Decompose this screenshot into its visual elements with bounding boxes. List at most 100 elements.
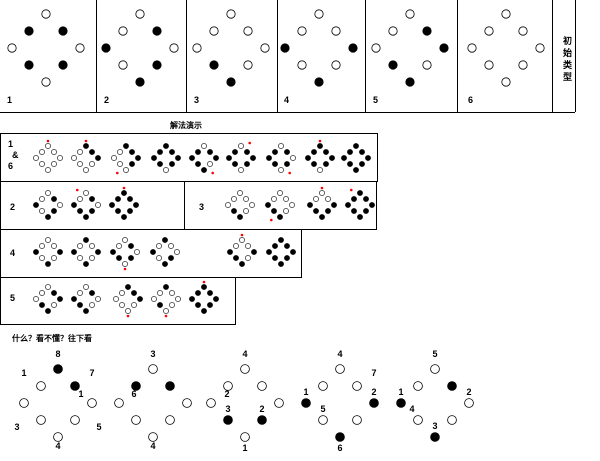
filled-circle: [290, 249, 296, 255]
filled-circle: [201, 308, 207, 314]
demo-5-step-5: [189, 280, 219, 314]
empty-circle: [325, 196, 331, 202]
empty-circle: [77, 290, 83, 296]
filled-circle: [57, 296, 63, 302]
empty-circle: [240, 364, 250, 374]
filled-circle: [353, 143, 359, 149]
demo-rows: [0, 133, 378, 325]
empty-circle: [51, 161, 57, 167]
empty-circle: [231, 196, 237, 202]
demo-circle-groups: [33, 139, 375, 318]
filled-circle: [232, 161, 238, 167]
empty-circle: [53, 432, 63, 442]
figure-number: 4: [150, 441, 155, 451]
empty-circle: [36, 381, 46, 391]
filled-circle: [365, 155, 371, 161]
filled-circle: [405, 77, 415, 87]
filled-circle: [135, 77, 145, 87]
demo-5-step-2: [71, 284, 101, 314]
empty-circle: [501, 77, 511, 87]
filled-circle: [45, 214, 51, 220]
move-marker: [202, 280, 206, 284]
empty-circle: [243, 208, 249, 214]
filled-circle: [95, 249, 101, 255]
empty-circle: [134, 249, 140, 255]
filled-circle: [233, 255, 239, 261]
empty-circle: [116, 243, 122, 249]
filled-circle: [195, 149, 201, 155]
filled-circle: [223, 415, 233, 425]
filled-circle: [351, 208, 357, 214]
empty-circle: [201, 143, 207, 149]
demo-4-step-6: [266, 237, 296, 267]
empty-circle: [289, 202, 295, 208]
empty-circle: [89, 243, 95, 249]
empty-circle: [57, 202, 63, 208]
empty-circle: [223, 381, 233, 391]
panel-label-1: 1: [7, 95, 12, 105]
filled-circle: [123, 143, 129, 149]
empty-circle: [501, 9, 511, 19]
filled-circle: [237, 214, 243, 220]
filled-circle: [313, 208, 319, 214]
filled-circle: [51, 196, 57, 202]
demo-1-step-8: [305, 139, 335, 173]
filled-circle: [347, 149, 353, 155]
move-marker: [270, 218, 273, 222]
empty-circle: [39, 149, 45, 155]
move-marker: [211, 171, 214, 175]
filled-circle: [232, 149, 238, 155]
filled-circle: [51, 208, 57, 214]
empty-circle: [41, 9, 51, 19]
move-marker: [76, 188, 79, 192]
empty-circle: [51, 255, 57, 261]
filled-circle: [305, 155, 311, 161]
filled-circle: [57, 249, 63, 255]
empty-circle: [51, 149, 57, 155]
bottom-figures: 876543213241421347265152341: [14, 349, 474, 453]
empty-circle: [237, 190, 243, 196]
figure-number: 4: [55, 441, 60, 451]
demo-row-labels: 1&6 2 3 4 5: [8, 139, 204, 303]
filled-circle: [33, 249, 39, 255]
empty-circle: [163, 308, 169, 314]
empty-circle: [169, 43, 179, 53]
filled-circle: [388, 60, 398, 70]
top-panel-1-circles: [7, 9, 85, 87]
filled-circle: [115, 208, 121, 214]
demo-2-step-3: [109, 186, 139, 220]
filled-circle: [195, 161, 201, 167]
filled-circle: [24, 26, 34, 36]
filled-circle: [83, 143, 89, 149]
empty-circle: [467, 43, 477, 53]
filled-circle: [307, 202, 313, 208]
figure-number: 4: [337, 349, 342, 359]
filled-circle: [284, 161, 290, 167]
empty-circle: [283, 208, 289, 214]
move-marker: [122, 186, 126, 190]
filled-circle: [127, 196, 133, 202]
empty-circle: [464, 398, 474, 408]
filled-circle: [272, 255, 278, 261]
empty-circle: [245, 243, 251, 249]
move-marker: [320, 186, 324, 190]
empty-circle: [157, 290, 163, 296]
filled-circle: [447, 381, 457, 391]
figure-number: 3: [14, 422, 19, 432]
empty-circle: [151, 296, 157, 302]
empty-circle: [206, 398, 216, 408]
top-panels: [0, 0, 576, 113]
demo-label-2: 2: [10, 202, 15, 212]
top-panel-5-circles: [371, 9, 449, 87]
filled-circle: [278, 237, 284, 243]
empty-circle: [7, 43, 17, 53]
empty-circle: [278, 143, 284, 149]
empty-circle: [297, 26, 307, 36]
figure-number: 2: [224, 389, 229, 399]
filled-circle: [165, 381, 175, 391]
empty-circle: [274, 398, 284, 408]
empty-circle: [297, 60, 307, 70]
filled-circle: [33, 202, 39, 208]
empty-circle: [39, 290, 45, 296]
